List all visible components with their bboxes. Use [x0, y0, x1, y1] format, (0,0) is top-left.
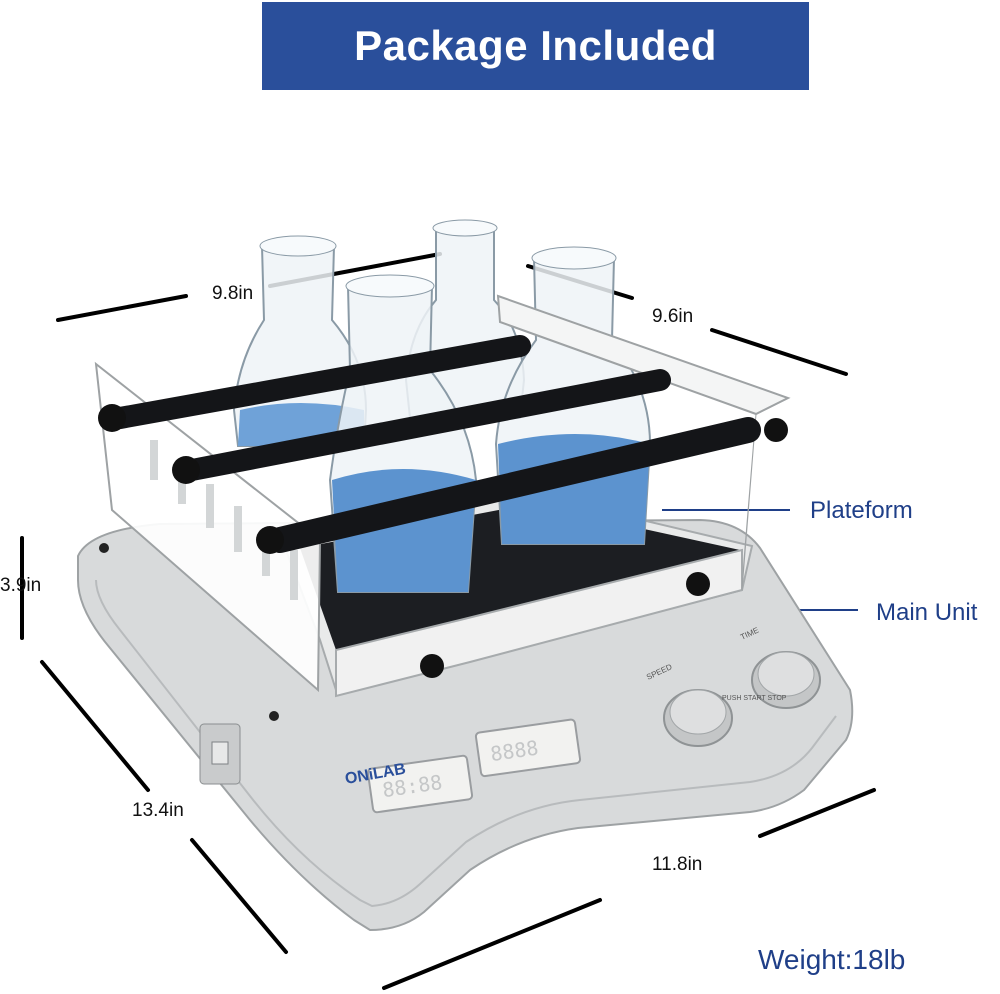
roller-bar	[267, 417, 761, 553]
screw-icon	[99, 543, 109, 553]
dimension-height: 3.9in	[0, 575, 42, 596]
platform-callout: Plateform	[810, 497, 913, 524]
dim-line-bottom-left-b	[190, 838, 288, 954]
rack-knob-icon	[98, 404, 126, 432]
display-right: 8888	[474, 718, 582, 778]
dimension-top-left: 9.8in	[212, 283, 254, 304]
roller-bar	[181, 369, 671, 481]
weight-label: Weight:18lb	[758, 944, 906, 975]
time-knob	[751, 651, 821, 709]
title-banner: Package Included	[262, 2, 809, 90]
dim-line-bottom-left-a	[40, 660, 150, 792]
tray-knob-icon	[420, 654, 444, 678]
dim-line-bottom-right-b	[382, 898, 602, 990]
dim-line-top-left-a	[56, 294, 188, 322]
speed-knob	[663, 689, 733, 747]
tray-knob-icon	[686, 572, 710, 596]
dimension-lines	[20, 252, 876, 990]
dimension-bottom-left: 13.4in	[132, 800, 184, 821]
rack-frame	[94, 294, 791, 693]
dimension-top-right: 9.6in	[652, 306, 694, 327]
roller-bar	[109, 335, 531, 429]
dimension-bottom-right: 11.8in	[652, 854, 703, 875]
rack-knob-icon	[256, 526, 284, 554]
banner-title: Package Included	[354, 22, 717, 69]
rack-knob-icon	[764, 418, 788, 442]
screw-icon	[269, 711, 279, 721]
dim-line-top-right-b	[710, 328, 848, 376]
display-left: 88:88	[366, 754, 474, 814]
push-label: PUSH START STOP	[722, 695, 787, 702]
main-unit-callout: Main Unit	[876, 599, 978, 626]
rack-knob-icon	[172, 456, 200, 484]
dim-line-bottom-right-a	[758, 788, 876, 838]
